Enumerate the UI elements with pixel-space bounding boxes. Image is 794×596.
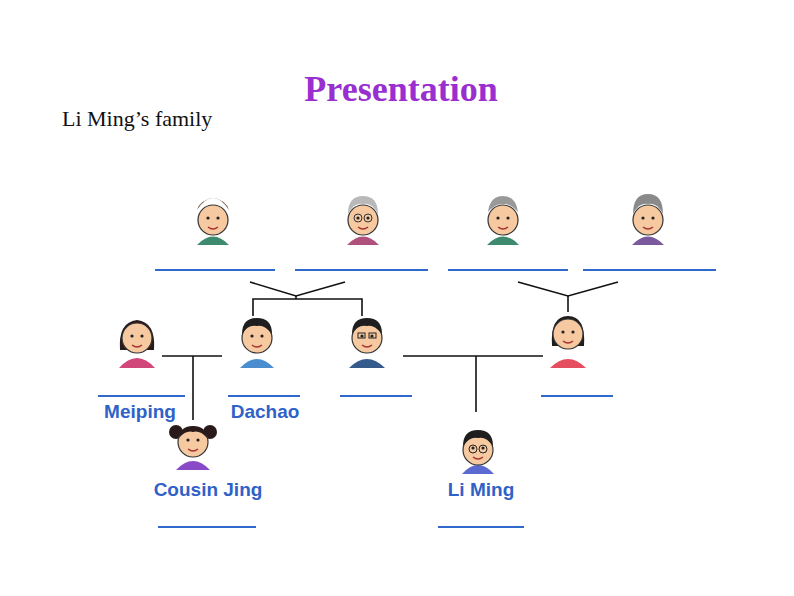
person-name: Li Ming — [448, 479, 514, 501]
child-figures — [169, 425, 494, 474]
subtitle: Li Ming’s family — [62, 106, 212, 132]
person-name: Dachao — [231, 401, 300, 423]
slide-title: Presentation — [304, 68, 497, 110]
person-name: Cousin Jing — [154, 479, 263, 501]
tree-lines — [162, 282, 618, 420]
answer-blanks — [98, 270, 716, 527]
grandparent-figures — [197, 194, 664, 245]
person-name: Meiping — [104, 401, 176, 423]
parent-figures — [119, 316, 586, 368]
